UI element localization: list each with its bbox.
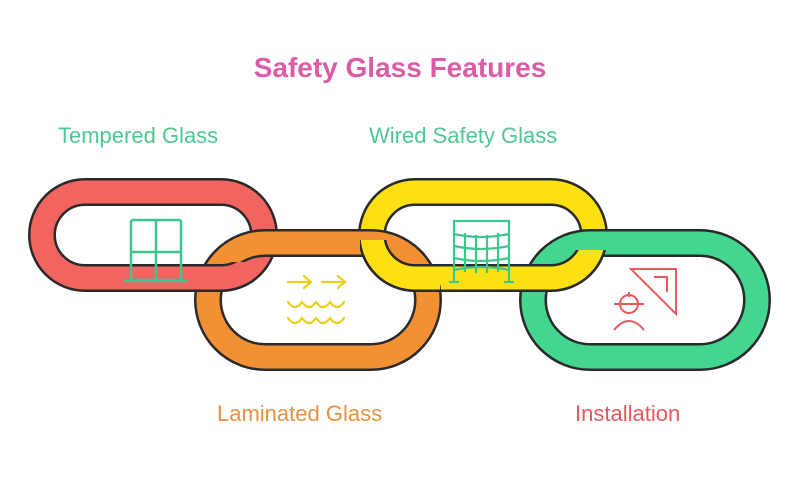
layers-flow-icon	[286, 274, 347, 325]
label-tempered-glass: Tempered Glass	[58, 123, 219, 148]
label-wired-safety-glass: Wired Safety Glass	[369, 123, 558, 148]
worker-set-square-icon	[613, 268, 677, 331]
link-installation	[519, 229, 771, 371]
label-laminated-glass: Laminated Glass	[217, 401, 383, 426]
diagram-title: Safety Glass Features	[253, 52, 547, 83]
label-installation: Installation	[575, 401, 681, 426]
window-icon	[124, 218, 187, 283]
link-laminated-glass	[194, 229, 442, 371]
wire-mesh-icon	[449, 219, 514, 284]
